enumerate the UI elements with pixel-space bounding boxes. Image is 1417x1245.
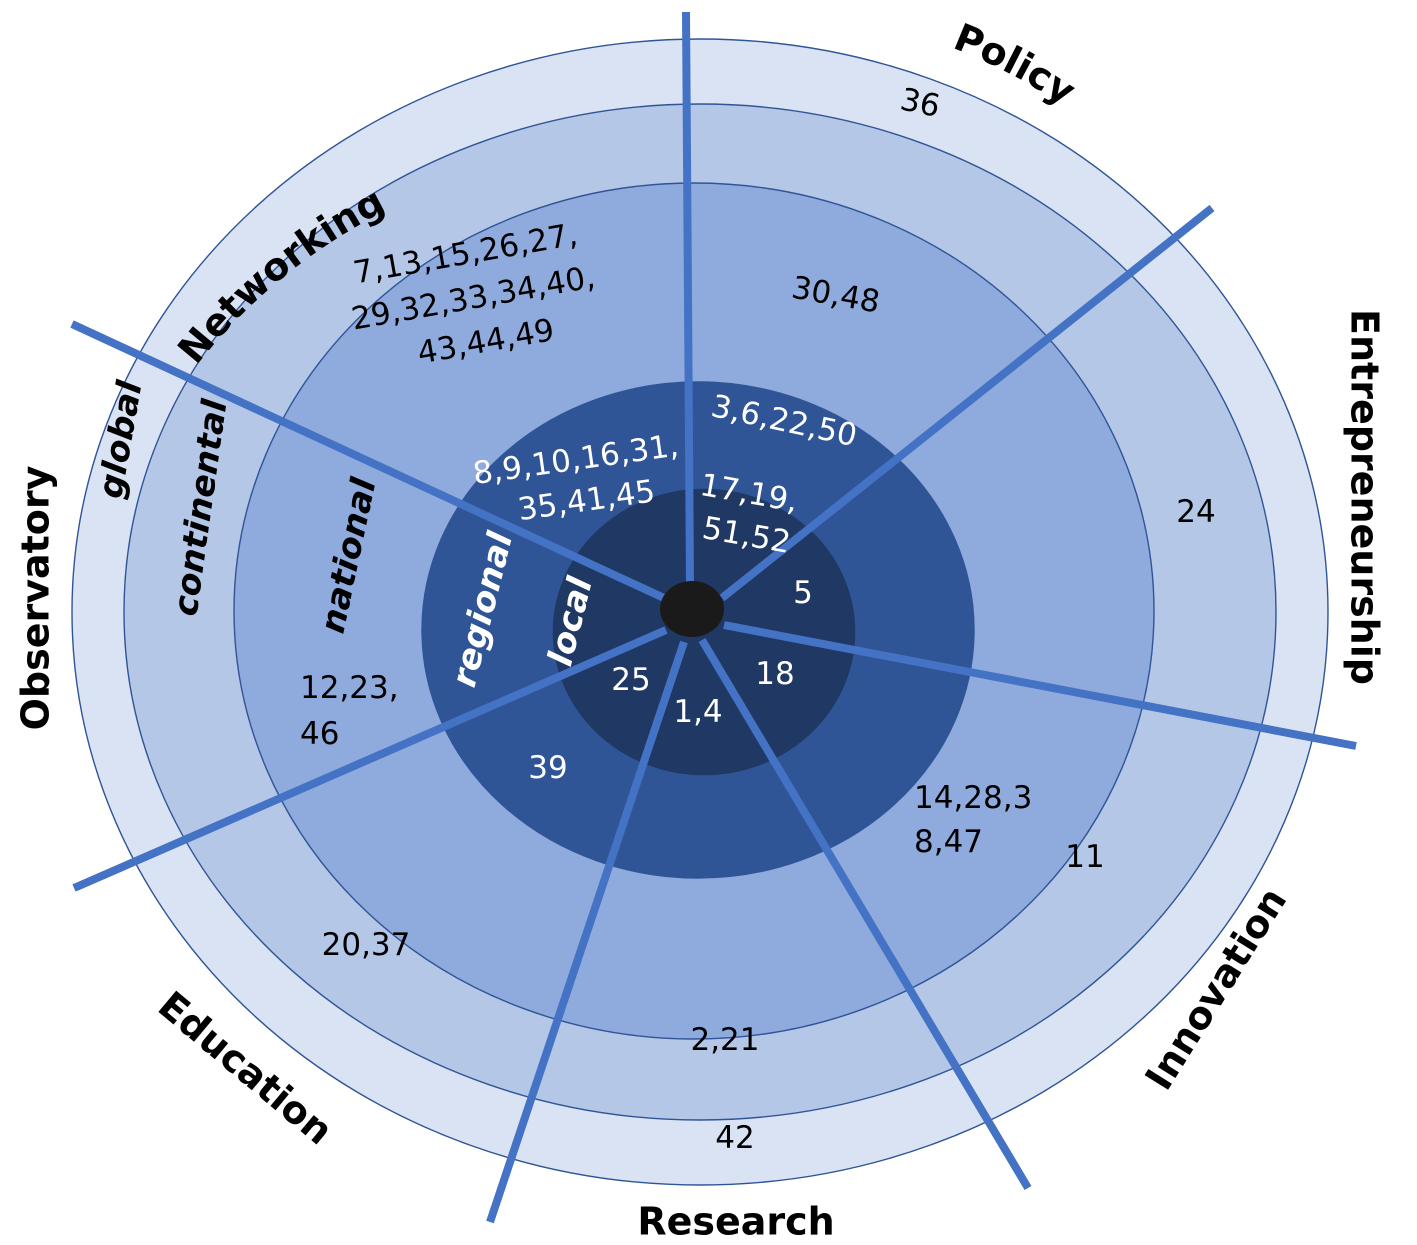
spoke-networking-policy: [682, 11, 694, 586]
sector-spokes: [70, 11, 1357, 1224]
sector-label-research: Research: [637, 1200, 834, 1244]
center-hub: [660, 581, 724, 637]
cell-observatory-national: 12,23, 46: [300, 670, 408, 752]
cell-policy-global: 36: [897, 82, 943, 125]
cell-education-local: 25: [611, 662, 650, 698]
sector-label-observatory: Observatory: [14, 465, 58, 730]
cell-education-regional: 39: [528, 750, 567, 786]
spoke-policy-entrepreneurship: [719, 204, 1215, 602]
cell-research-local: 1,4: [673, 694, 722, 730]
cell-entrepreneurship-continental: 24: [1176, 494, 1215, 530]
cell-innovation-national: 14,28,3 8,47: [914, 780, 1042, 860]
cell-innovation-continental: 11: [1065, 839, 1104, 875]
cell-education-national: 20,37: [322, 927, 411, 963]
cell-innovation-local: 18: [755, 656, 794, 692]
spoke-observatory-networking: [70, 320, 666, 602]
sector-label-entrepreneurship: Entrepreneurship: [1343, 309, 1387, 685]
cell-research-continental: 2,21: [690, 1022, 759, 1058]
spoke-entrepreneurship-innovation: [723, 621, 1357, 750]
spoke-education-observatory: [72, 626, 668, 892]
spoke-research-education: [486, 640, 688, 1224]
cell-entries: 36 7,13,15,26,27, 29,32,33,34,40, 43,44,…: [300, 82, 1216, 1156]
cell-research-global: 42: [715, 1120, 754, 1156]
cell-entrepreneurship-local: 5: [793, 575, 813, 611]
spoke-innovation-research: [698, 637, 1032, 1191]
